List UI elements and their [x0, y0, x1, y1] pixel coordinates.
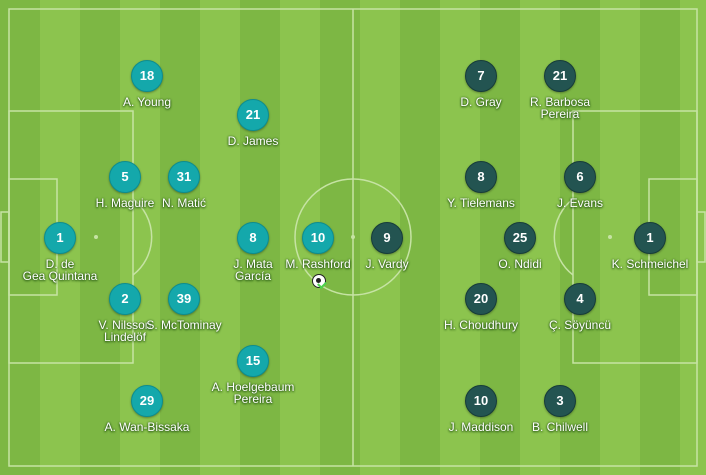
player-number-badge: 21: [237, 99, 269, 131]
home-player[interactable]: 1 D. de Gea Quintana: [0, 222, 120, 282]
home-player[interactable]: 39 S. McTominay: [124, 283, 244, 331]
player-name: N. Matić: [161, 196, 206, 210]
home-player[interactable]: 2 V. Nilsson Lindelöf: [65, 283, 185, 343]
player-name: S. McTominay: [146, 318, 222, 332]
away-player[interactable]: 21 R. Barbosa Pereira: [500, 60, 620, 120]
player-number-badge: 3: [544, 385, 576, 417]
player-number-badge: 4: [564, 283, 596, 315]
right-penalty-spot: [608, 235, 612, 239]
away-player[interactable]: 3 B. Chilwell: [500, 385, 620, 433]
player-number-badge: 5: [109, 161, 141, 193]
left-penalty-spot: [94, 235, 98, 239]
player-number-badge: 9: [371, 222, 403, 254]
football-icon: [312, 274, 326, 288]
player-number-badge: 1: [44, 222, 76, 254]
player-number-badge: 31: [168, 161, 200, 193]
player-number-badge: 8: [465, 161, 497, 193]
away-player[interactable]: 25 O. Ndidi: [460, 222, 580, 270]
away-player[interactable]: 1 K. Schmeichel: [590, 222, 706, 270]
home-player[interactable]: 21 D. James: [193, 99, 313, 147]
player-name: R. Barbosa Pereira: [529, 95, 591, 121]
player-name: A. Young: [122, 95, 172, 109]
player-number-badge: 6: [564, 161, 596, 193]
player-number-badge: 15: [237, 345, 269, 377]
center-spot: [351, 235, 355, 239]
player-name: J. Vardy: [365, 257, 409, 271]
player-number-badge: 1: [634, 222, 666, 254]
player-name: J. Evans: [556, 196, 604, 210]
player-name: H. Choudhury: [443, 318, 519, 332]
player-name: B. Chilwell: [531, 420, 588, 434]
player-number-badge: 21: [544, 60, 576, 92]
left-goal: [0, 211, 10, 263]
player-number-badge: 2: [109, 283, 141, 315]
away-player[interactable]: 6 J. Evans: [520, 161, 640, 209]
player-name: A. Hoelgebaum Pereira: [211, 380, 295, 406]
right-penalty-arc: [553, 198, 574, 276]
right-goal: [696, 211, 706, 263]
player-name: D. James: [227, 134, 279, 148]
player-name: J. Maddison: [448, 420, 514, 434]
player-number-badge: 29: [131, 385, 163, 417]
player-name: K. Schmeichel: [611, 257, 689, 271]
away-player[interactable]: 4 Ç. Söyüncü: [520, 283, 640, 331]
player-number-badge: 10: [465, 385, 497, 417]
player-name: H. Maguire: [95, 196, 155, 210]
away-player[interactable]: 8 Y. Tielemans: [421, 161, 541, 209]
home-player[interactable]: 29 A. Wan-Bissaka: [87, 385, 207, 433]
player-name: V. Nilsson Lindelöf: [98, 318, 152, 344]
player-name: M. Rashford: [285, 257, 351, 271]
home-player[interactable]: 15 A. Hoelgebaum Pereira: [193, 345, 313, 405]
player-number-badge: 20: [465, 283, 497, 315]
player-number-badge: 18: [131, 60, 163, 92]
player-number-badge: 7: [465, 60, 497, 92]
player-number-badge: 39: [168, 283, 200, 315]
home-player[interactable]: 5 H. Maguire: [65, 161, 185, 209]
home-player[interactable]: 18 A. Young: [87, 60, 207, 108]
player-name: D. Gray: [460, 95, 502, 109]
player-name: A. Wan-Bissaka: [104, 420, 190, 434]
away-player[interactable]: 7 D. Gray: [421, 60, 541, 108]
player-name: O. Ndidi: [498, 257, 542, 271]
left-penalty-arc: [132, 198, 153, 276]
player-name: Y. Tielemans: [447, 196, 515, 210]
player-number-badge: 8: [237, 222, 269, 254]
player-name: Ç. Söyüncü: [548, 318, 612, 332]
away-player[interactable]: 20 H. Choudhury: [421, 283, 541, 331]
away-player[interactable]: 9 J. Vardy: [327, 222, 447, 270]
home-player[interactable]: 8 J. Mata García: [193, 222, 313, 282]
home-player[interactable]: 10 M. Rashford: [258, 222, 378, 270]
home-player[interactable]: 31 N. Matić: [124, 161, 244, 209]
player-name: D. de Gea Quintana: [22, 257, 98, 283]
player-name: J. Mata García: [233, 257, 273, 283]
player-number-badge: 10: [302, 222, 334, 254]
away-player[interactable]: 10 J. Maddison: [421, 385, 541, 433]
center-circle: [294, 178, 412, 296]
player-number-badge: 25: [504, 222, 536, 254]
